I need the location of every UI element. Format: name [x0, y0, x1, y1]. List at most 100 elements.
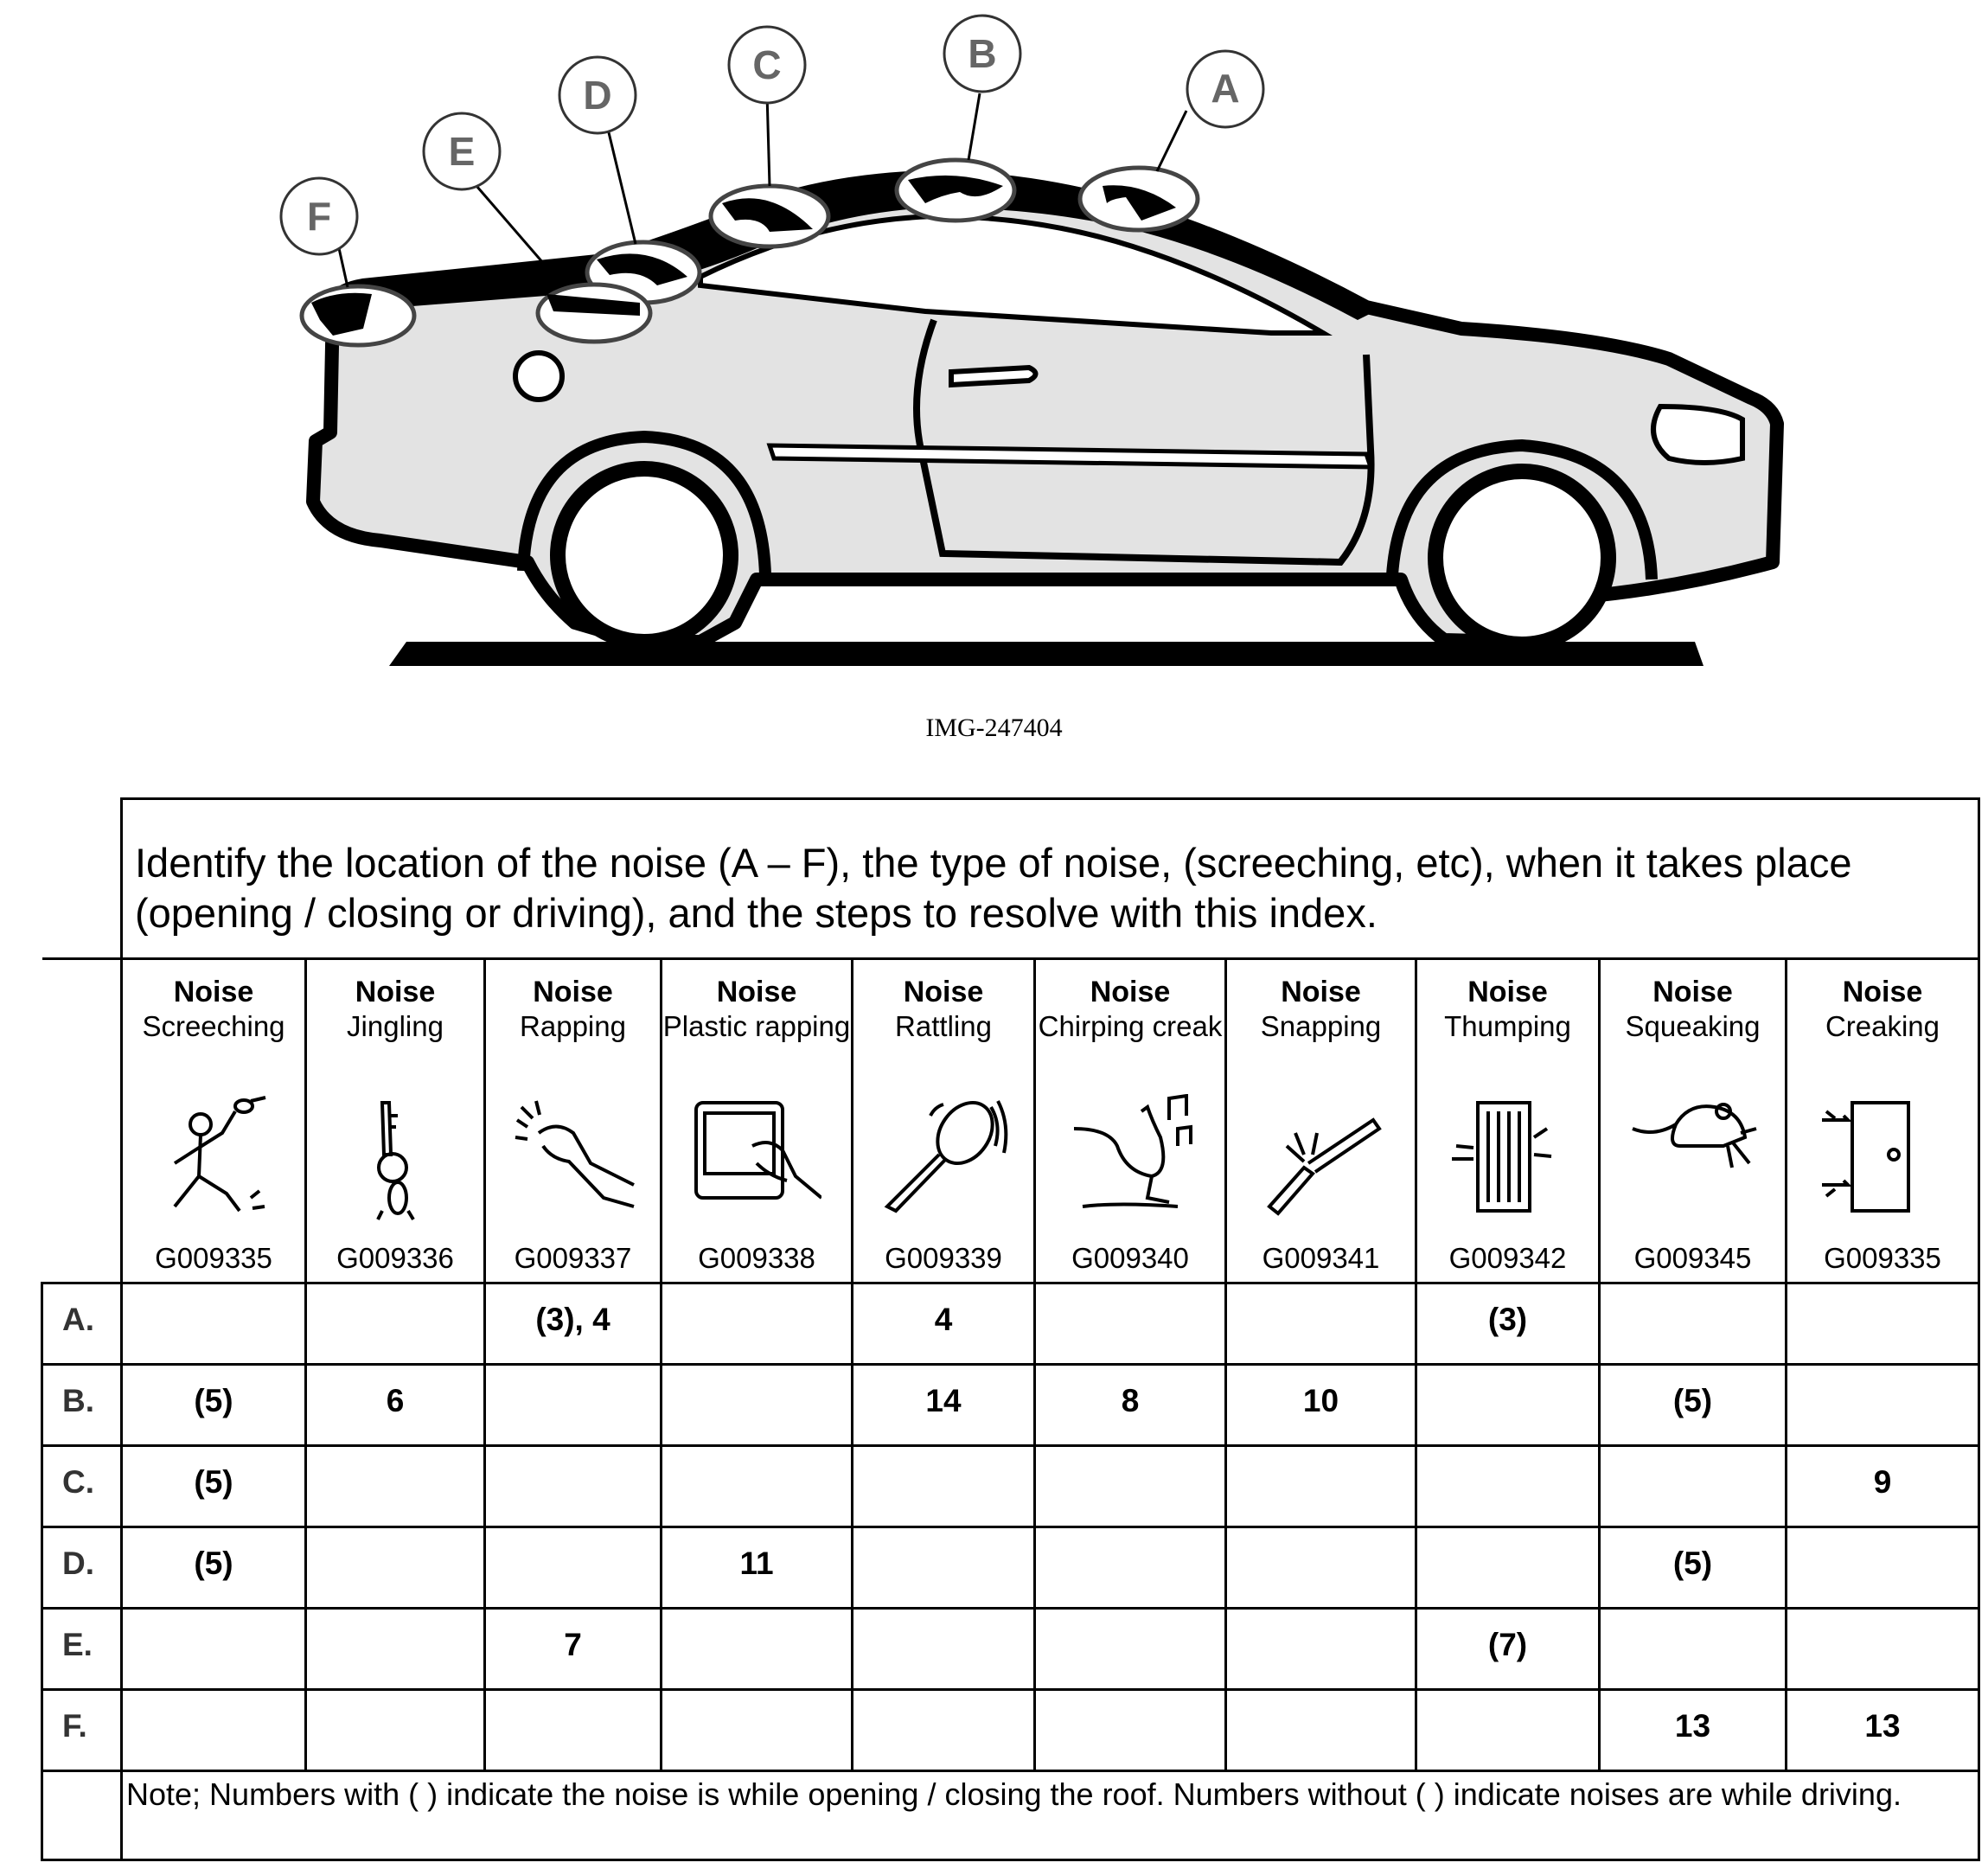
table-cell [1415, 1444, 1601, 1528]
car-roof-noise-diagram: A B C D E F [251, 0, 1790, 683]
table-cell [851, 1688, 1036, 1772]
location-label-text: D. [62, 1546, 94, 1581]
thumping-door-icon [1451, 1101, 1551, 1213]
noise-col-plastic-rapping: Noise Plastic rapping G009338 [660, 957, 853, 1284]
table-cell: 14 [851, 1363, 1036, 1447]
noise-type: Rattling [895, 1010, 992, 1042]
table-cell [483, 1688, 662, 1772]
step-reference: (5) [1672, 1546, 1713, 1581]
step-reference: 8 [1121, 1383, 1140, 1418]
note-row: Note; Numbers with ( ) indicate the nois… [41, 1770, 1980, 1861]
noise-type: Screeching [142, 1010, 285, 1042]
table-cell [120, 1282, 307, 1366]
step-reference: 13 [1674, 1708, 1711, 1744]
step-reference: 6 [386, 1383, 405, 1418]
noise-type: Rapping [520, 1010, 626, 1042]
table-cell [1033, 1444, 1227, 1528]
location-label-text: B. [62, 1383, 94, 1418]
noise-code: G009345 [1633, 1242, 1752, 1274]
rattle-icon [884, 1100, 1008, 1213]
location-label: C. [41, 1444, 123, 1528]
table-row: D.(5)11(5) [41, 1526, 1980, 1610]
car-side-view-drawing: A B C D E F [279, 14, 1784, 666]
table-cell [1785, 1363, 1980, 1447]
noise-index-table: Identify the location of the noise (A – … [41, 797, 1980, 1861]
table-cell [1785, 1526, 1980, 1610]
noise-type: Snapping [1260, 1010, 1382, 1042]
noise-type: Thumping [1444, 1010, 1571, 1042]
table-cell: (5) [1598, 1526, 1787, 1610]
table-cell: 9 [1785, 1444, 1980, 1528]
location-label: E. [41, 1607, 123, 1691]
callout-f: F [279, 176, 359, 256]
rear-wheel-arch [517, 430, 771, 576]
noise-col-squeaking: Noise Squeaking G009345 [1598, 957, 1787, 1284]
noise-code: G009335 [1824, 1242, 1941, 1274]
callout-e-label: E [449, 129, 476, 174]
noise-label: Noise [1652, 976, 1733, 1008]
table-cell [483, 1526, 662, 1610]
note-spacer [41, 1770, 123, 1861]
table-cell [1224, 1282, 1417, 1366]
noise-col-chirping-creak: Noise Chirping creak G009340 [1033, 957, 1227, 1284]
table-cell [1033, 1282, 1227, 1366]
noise-type: Plastic rapping [662, 1010, 851, 1042]
location-label: B. [41, 1363, 123, 1447]
table-cell [1598, 1282, 1787, 1366]
instruction-text: Identify the location of the noise (A – … [120, 797, 1980, 960]
table-cell [1033, 1526, 1227, 1610]
corner-blank-2 [42, 958, 123, 1284]
front-wheel [1428, 464, 1616, 652]
table-cell [660, 1363, 853, 1447]
noise-label: Noise [355, 976, 436, 1008]
noise-code: G009337 [514, 1242, 632, 1274]
table-cell: (3) [1415, 1282, 1601, 1366]
table-cell [1785, 1282, 1980, 1366]
callout-a: A [1186, 49, 1265, 129]
table-cell: 13 [1785, 1688, 1980, 1772]
table-cell: (5) [120, 1526, 307, 1610]
roof-seal-marks [311, 175, 1176, 336]
table-cell [1415, 1688, 1601, 1772]
location-label-text: E. [62, 1627, 93, 1662]
table-cell [660, 1444, 853, 1528]
noise-col-thumping: Noise Thumping G009342 [1415, 957, 1601, 1284]
noise-label: Noise [1090, 976, 1171, 1008]
location-label: F. [41, 1688, 123, 1772]
noise-code: G009339 [885, 1242, 1002, 1274]
callout-b-label: B [968, 31, 996, 76]
table-cell: (5) [120, 1363, 307, 1447]
table-cell [1224, 1444, 1417, 1528]
table-cell [1224, 1688, 1417, 1772]
step-reference: (5) [194, 1546, 233, 1581]
table-cell: 8 [1033, 1363, 1227, 1447]
step-reference: (7) [1487, 1627, 1528, 1662]
corner-blank [42, 798, 123, 960]
noise-type-row: Noise Screeching G009335 Noise Jingling … [42, 957, 1980, 1284]
headlight [1651, 403, 1745, 465]
step-reference: (3) [1487, 1302, 1528, 1337]
squeaking-mouse-icon [1631, 1103, 1757, 1168]
screeching-person-icon [173, 1096, 266, 1213]
noise-label: Noise [1467, 976, 1548, 1008]
noise-col-rattling: Noise Rattling G009339 [851, 957, 1036, 1284]
noise-code: G009342 [1448, 1242, 1567, 1274]
location-label-text: A. [62, 1302, 94, 1337]
step-reference: 13 [1864, 1708, 1901, 1744]
callout-a-label: A [1211, 66, 1239, 111]
noise-code: G009341 [1262, 1242, 1380, 1274]
table-cell [1415, 1526, 1601, 1610]
step-reference: 4 [934, 1302, 953, 1337]
callout-e: E [422, 112, 502, 191]
image-id-caption: IMG-247404 [925, 714, 1063, 742]
location-label-text: C. [62, 1464, 94, 1500]
rapping-hand-icon [515, 1100, 635, 1208]
table-cell [304, 1526, 486, 1610]
table-cell [1033, 1607, 1227, 1691]
step-reference: 14 [925, 1383, 962, 1418]
noise-code: G009336 [336, 1242, 454, 1274]
callout-d: D [558, 55, 637, 135]
table-cell: (7) [1415, 1607, 1601, 1691]
